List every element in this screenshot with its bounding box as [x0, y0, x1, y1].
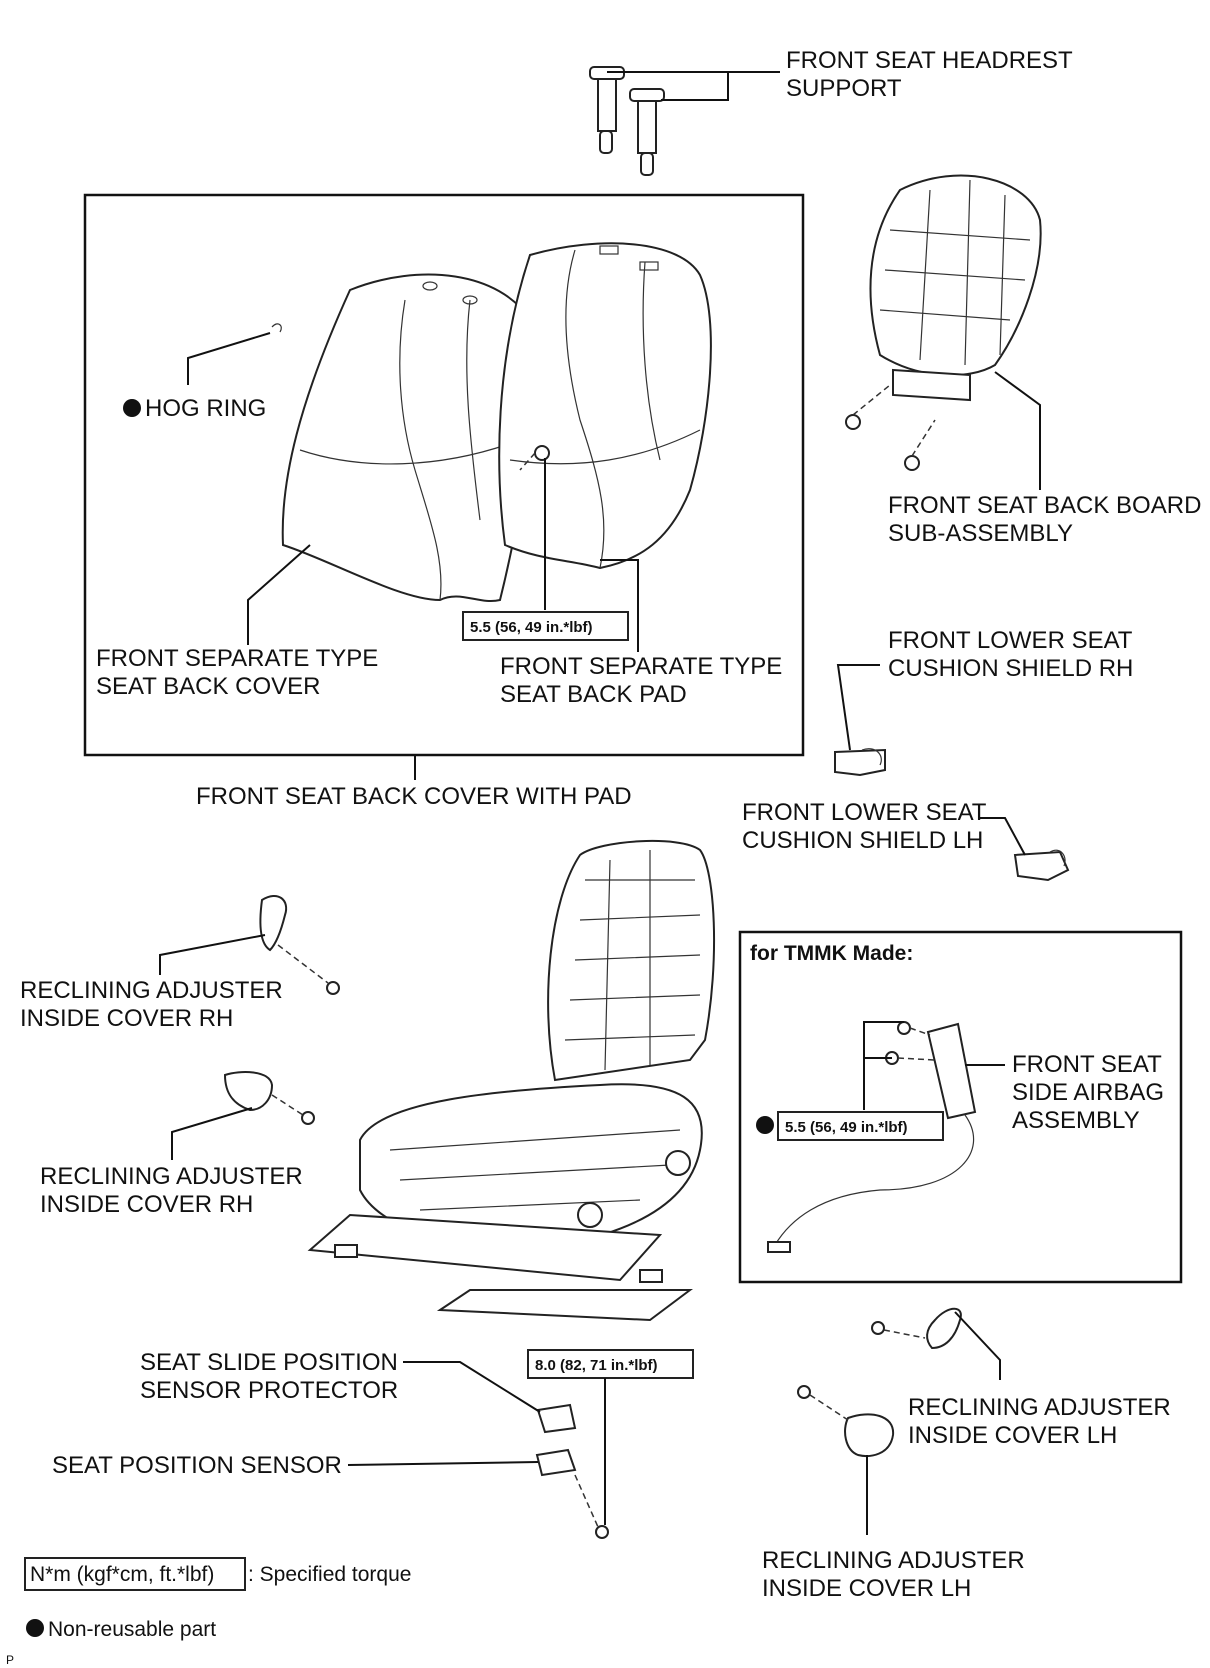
- headrest-support-illustration: [589, 66, 665, 176]
- recl-lh-bottom-illustration: [797, 1385, 895, 1457]
- position-sensor-label: SEAT POSITION SENSOR: [52, 1452, 342, 1479]
- seat-back-cover-frame: [83, 193, 805, 757]
- position-sensor-illustration: [535, 1448, 609, 1539]
- cover-with-pad-label: FRONT SEAT BACK COVER WITH PAD: [196, 783, 632, 810]
- slide-protector-illustration: [536, 1403, 577, 1434]
- lower-shield-lh-label-2: CUSHION SHIELD LH: [742, 827, 983, 854]
- seat-frame-illustration: [307, 839, 716, 1322]
- torque-value-sensor: 8.0 (82, 71 in.*lbf): [535, 1357, 658, 1374]
- recl-lh-bottom-label-2: INSIDE COVER LH: [762, 1575, 971, 1602]
- back-pad-leader: [600, 559, 639, 652]
- lower-shield-rh-label-1: FRONT LOWER SEAT: [888, 627, 1133, 654]
- recl-rh-upper-illustration: [259, 895, 340, 995]
- lower-shield-lh-leader: [980, 817, 1026, 856]
- nonreusable-dot-icon: [123, 399, 141, 417]
- lower-shield-rh-illustration: [834, 748, 886, 777]
- recl-rh-lower-leader: [171, 1107, 253, 1160]
- legend-torque-desc: : Specified torque: [248, 1563, 411, 1586]
- lower-shield-rh-leader: [836, 664, 880, 751]
- seat-back-pad-illustration: [498, 242, 712, 570]
- lower-shield-lh-label-1: FRONT LOWER SEAT: [742, 799, 987, 826]
- recl-rh-lower-illustration: [223, 1071, 315, 1125]
- legend-torque-box-text: N*m (kgf*cm, ft.*lbf): [30, 1563, 214, 1586]
- legend-nonreusable-dot-icon: [26, 1619, 44, 1637]
- side-airbag-label-2: SIDE AIRBAG: [1012, 1079, 1164, 1106]
- legend-torque-box: [24, 1557, 246, 1591]
- tmmk-label: for TMMK Made:: [750, 942, 913, 965]
- hog-ring-illustration: [271, 323, 282, 333]
- headrest-support-label-1: FRONT SEAT HEADREST: [786, 47, 1073, 74]
- slide-protector-leader: [403, 1361, 541, 1413]
- side-airbag-label-3: ASSEMBLY: [1012, 1107, 1140, 1134]
- back-cover-label-2: SEAT BACK COVER: [96, 673, 321, 700]
- lower-shield-rh-label-2: CUSHION SHIELD RH: [888, 655, 1133, 682]
- lower-shield-lh-illustration: [1013, 849, 1070, 882]
- recl-lh-right-label-1: RECLINING ADJUSTER: [908, 1394, 1171, 1421]
- back-board-label-1: FRONT SEAT BACK BOARD: [888, 492, 1201, 519]
- torque-box-sensor: [527, 1349, 694, 1379]
- recl-lh-right-illustration: [871, 1307, 962, 1350]
- back-board-leader: [994, 371, 1041, 490]
- seat-back-board-illustration: [845, 174, 1042, 471]
- recl-rh-upper-leader: [159, 934, 266, 975]
- recl-lh-right-leader: [954, 1311, 1001, 1380]
- back-pad-label-1: FRONT SEPARATE TYPE: [500, 653, 782, 680]
- hog-ring-label: HOG RING: [145, 395, 266, 422]
- tmmk-frame: [738, 930, 1183, 1284]
- position-sensor-leader: [347, 1461, 539, 1466]
- side-airbag-illustration: [767, 1021, 977, 1253]
- headrest-support-label-2: SUPPORT: [786, 75, 902, 102]
- headrest-leader: [607, 71, 729, 101]
- back-cover-label-1: FRONT SEPARATE TYPE: [96, 645, 378, 672]
- back-pad-label-2: SEAT BACK PAD: [500, 681, 687, 708]
- recl-lh-bottom-label-1: RECLINING ADJUSTER: [762, 1547, 1025, 1574]
- recl-rh-lower-label-1: RECLINING ADJUSTER: [40, 1163, 303, 1190]
- recl-rh-upper-label-2: INSIDE COVER RH: [20, 1005, 233, 1032]
- hog-ring-leader: [187, 332, 271, 385]
- recl-rh-upper-label-1: RECLINING ADJUSTER: [20, 977, 283, 1004]
- torque-box-back-pad: [462, 611, 629, 641]
- legend-nonreusable-text: Non-reusable part: [48, 1618, 216, 1641]
- torque-value-back-pad: 5.5 (56, 49 in.*lbf): [470, 619, 593, 636]
- recl-rh-lower-label-2: INSIDE COVER RH: [40, 1191, 253, 1218]
- airbag-torque-leader: [863, 1021, 904, 1110]
- footer-code: P: [6, 1653, 14, 1667]
- back-board-label-2: SUB-ASSEMBLY: [888, 520, 1073, 547]
- side-airbag-label-1: FRONT SEAT: [1012, 1051, 1162, 1078]
- torque-box-airbag: [777, 1111, 944, 1141]
- recl-lh-right-label-2: INSIDE COVER LH: [908, 1422, 1117, 1449]
- seat-back-cover-illustration: [281, 273, 536, 602]
- nonreusable-dot-icon-airbag: [756, 1116, 774, 1134]
- back-cover-leader: [247, 544, 311, 645]
- slide-protector-label-2: SENSOR PROTECTOR: [140, 1377, 398, 1404]
- slide-protector-label-1: SEAT SLIDE POSITION: [140, 1349, 398, 1376]
- torque-value-airbag: 5.5 (56, 49 in.*lbf): [785, 1119, 908, 1136]
